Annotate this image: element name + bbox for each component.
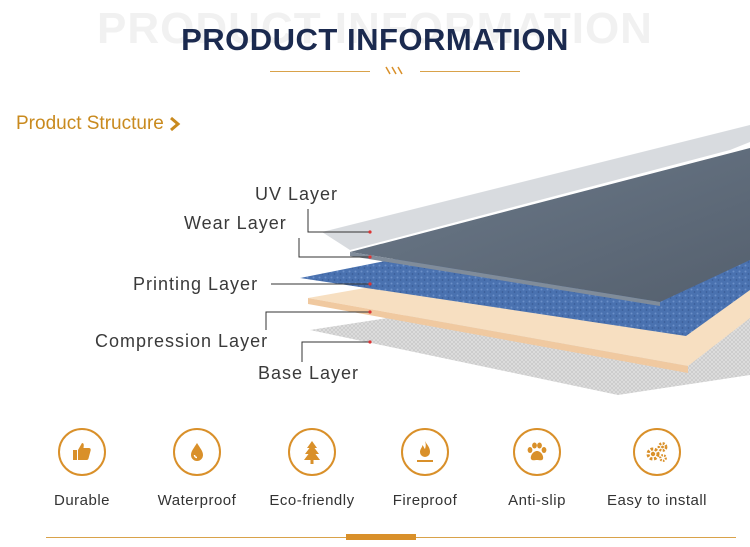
feature-label: Anti-slip bbox=[508, 492, 566, 509]
leader-lines bbox=[265, 209, 370, 362]
uv-layer-leader bbox=[307, 209, 370, 233]
chevron-decoration-icon bbox=[385, 66, 403, 75]
flame-icon bbox=[401, 428, 449, 476]
base-layer-leader bbox=[301, 341, 370, 362]
feature-anti-slip: Anti-slip bbox=[477, 428, 597, 509]
tree-icon bbox=[288, 428, 336, 476]
layer-label-base: Base Layer bbox=[258, 363, 360, 383]
feature-label: Eco-friendly bbox=[269, 492, 355, 509]
feature-eco-friendly: Eco-friendly bbox=[252, 428, 372, 509]
compression-layer-leader bbox=[265, 311, 370, 330]
base-layer-dot bbox=[368, 340, 372, 344]
layer-label-printing: Printing Layer bbox=[133, 274, 259, 294]
gears-icon bbox=[633, 428, 681, 476]
feature-label: Easy to install bbox=[606, 492, 708, 509]
feature-waterproof: Waterproof bbox=[137, 428, 257, 509]
layer-label-uv: UV Layer bbox=[255, 184, 339, 204]
title-divider-left bbox=[270, 71, 370, 72]
paw-icon bbox=[513, 428, 561, 476]
wear-layer-shape bbox=[350, 148, 750, 306]
feature-label: Durable bbox=[53, 492, 111, 509]
wear-layer-leader bbox=[298, 238, 370, 258]
thumbs-up-icon bbox=[58, 428, 106, 476]
title-divider-right bbox=[420, 71, 520, 72]
layer-label-wear: Wear Layer bbox=[184, 213, 287, 233]
uv-layer-shape bbox=[322, 125, 750, 250]
bottom-accent-bar bbox=[346, 534, 416, 540]
feature-fireproof: Fireproof bbox=[365, 428, 485, 509]
feature-label: Fireproof bbox=[392, 492, 458, 509]
layer-label-compression: Compression Layer bbox=[95, 331, 269, 351]
leader-dots bbox=[368, 230, 372, 344]
wear-layer-dot bbox=[368, 255, 372, 259]
header-watermark: PRODUCT INFORMATION bbox=[97, 4, 653, 53]
feature-label: Waterproof bbox=[157, 492, 237, 509]
product-layers-illustration bbox=[265, 125, 750, 395]
feature-durable: Durable bbox=[22, 428, 142, 509]
compression-layer-dot bbox=[368, 310, 372, 314]
uv-layer-dot bbox=[368, 230, 372, 234]
chevron-right-icon bbox=[169, 116, 181, 132]
water-drop-icon bbox=[173, 428, 221, 476]
section-title: Product Structure bbox=[16, 113, 182, 135]
feature-easy-to-install: Easy to install bbox=[597, 428, 717, 509]
page-title: PRODUCT INFORMATION bbox=[181, 22, 569, 57]
section-title-text: Product Structure bbox=[16, 113, 164, 134]
printing-layer-dot bbox=[368, 282, 372, 286]
